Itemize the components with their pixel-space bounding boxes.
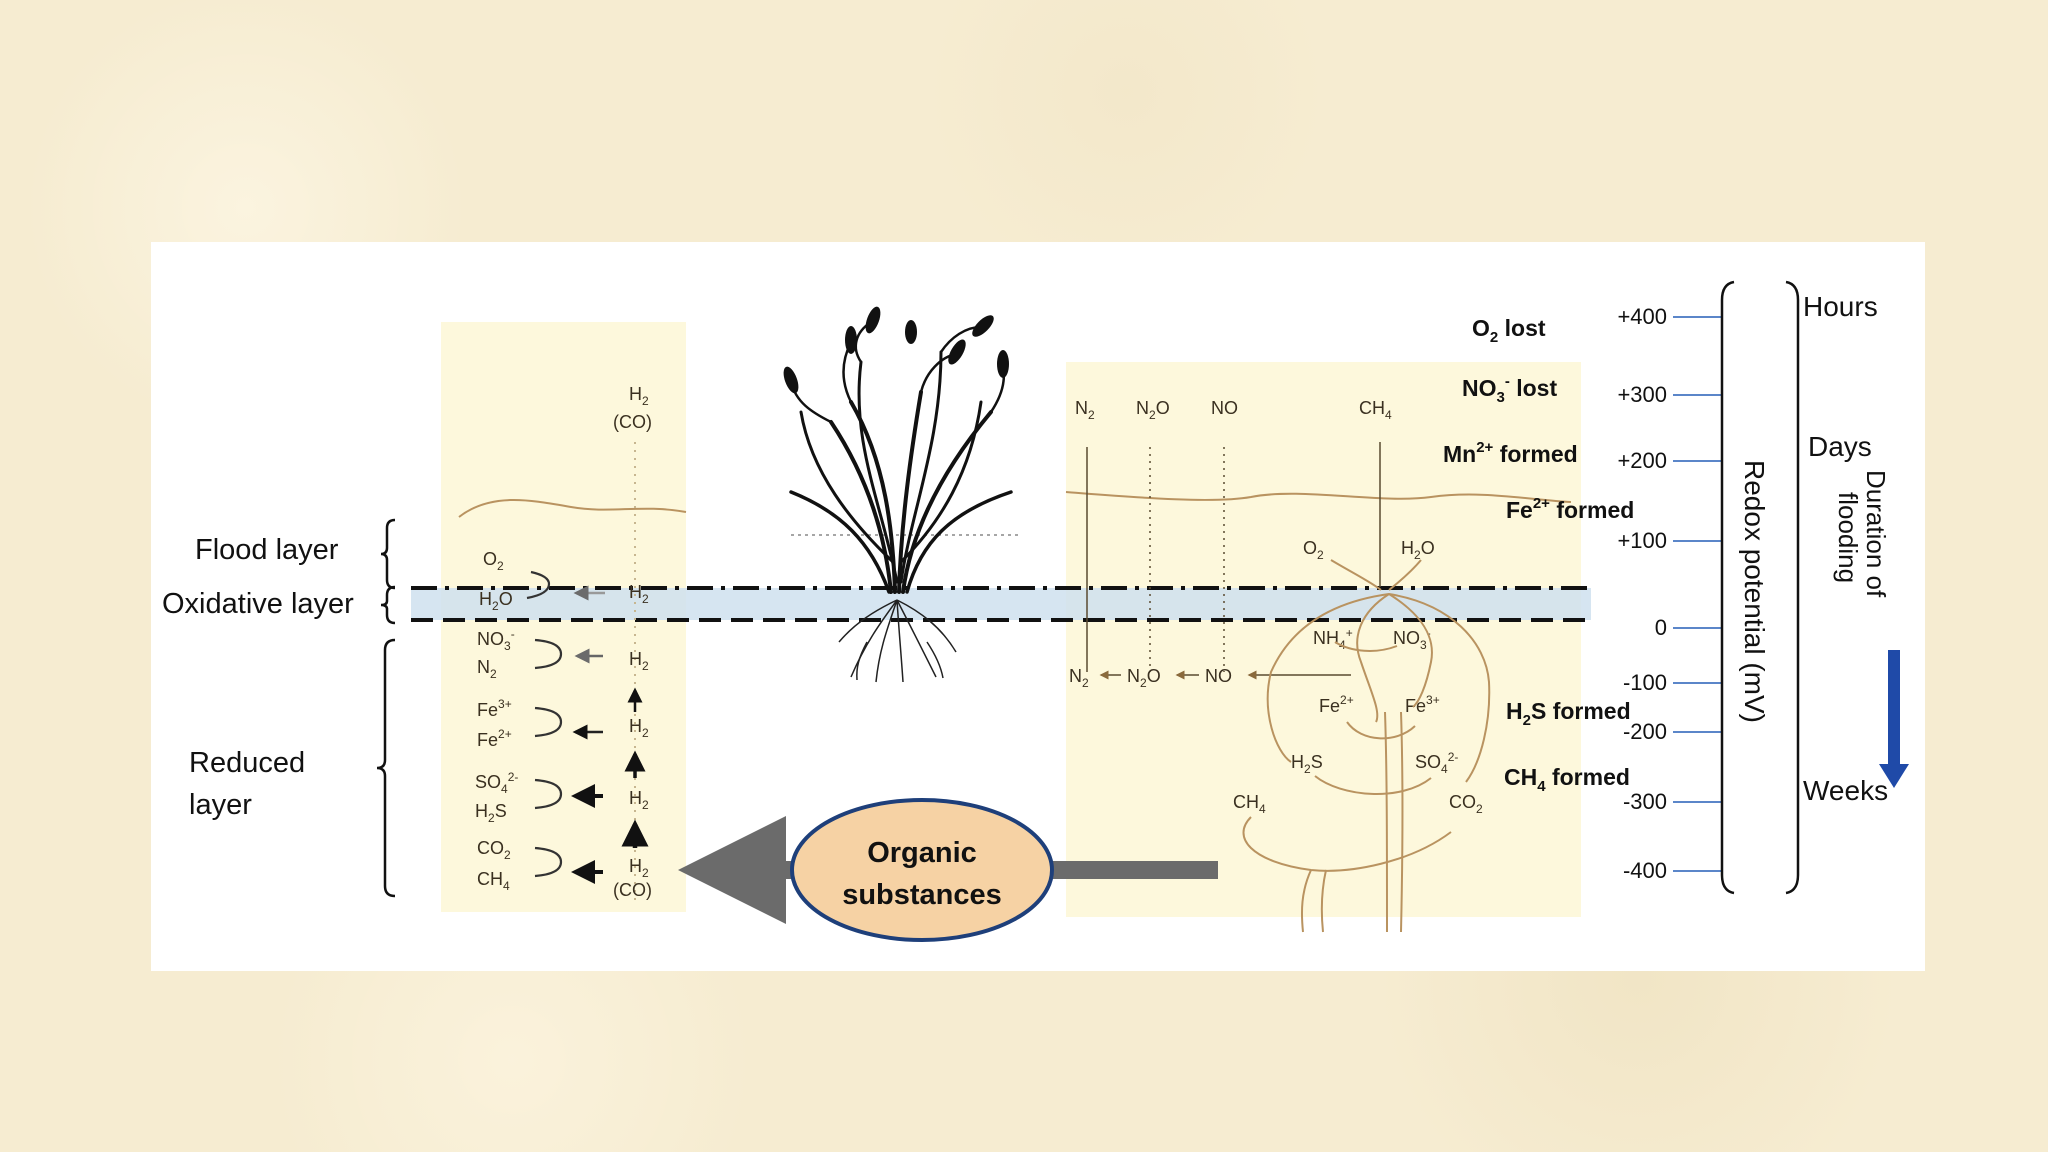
flood-layer-label: Flood layer xyxy=(195,534,339,566)
event-fe-formed: Fe2+ formed xyxy=(1506,495,1634,523)
soil-redox-diagram: Flood layer Oxidative layer Reduced laye… xyxy=(151,242,1925,971)
organic-label-2: substances xyxy=(842,879,1002,911)
redox-tick-label: -400 xyxy=(1623,858,1667,883)
redox-tick-group: +400 +300 +200 +100 0 -100 -200 -300 -400 xyxy=(1617,304,1721,883)
duration-weeks: Weeks xyxy=(1803,775,1888,806)
diagram-panel: Flood layer Oxidative layer Reduced laye… xyxy=(151,242,1925,971)
reduced-layer-label-1: Reduced xyxy=(189,747,305,779)
oxidative-layer-label: Oxidative layer xyxy=(162,588,354,620)
redox-tick-label: +200 xyxy=(1617,448,1667,473)
duration-hours: Hours xyxy=(1803,291,1878,322)
redox-tick-label: -100 xyxy=(1623,670,1667,695)
left-co-top: (CO) xyxy=(613,412,652,432)
duration-title-1: Duration of xyxy=(1861,470,1891,598)
right-row-no: NO xyxy=(1205,666,1232,686)
duration-arrow-icon xyxy=(1879,650,1909,788)
redox-axis-title: Redox potential (mV) xyxy=(1739,460,1770,723)
organic-substances-ellipse xyxy=(792,800,1052,940)
reduced-bracket xyxy=(377,640,395,896)
right-top-no: NO xyxy=(1211,398,1238,418)
redox-tick-label: +100 xyxy=(1617,528,1667,553)
redox-axis-bracket xyxy=(1722,282,1734,893)
left-co-bottom: (CO) xyxy=(613,880,652,900)
event-o2-lost: O2 lost xyxy=(1472,315,1546,346)
redox-axis-bracket-right xyxy=(1786,282,1798,893)
duration-title-2: flooding xyxy=(1833,492,1863,583)
organic-label-1: Organic xyxy=(867,837,977,869)
redox-tick-label: -200 xyxy=(1623,719,1667,744)
event-mn-formed: Mn2+ formed xyxy=(1443,439,1578,467)
redox-tick-label: +400 xyxy=(1617,304,1667,329)
redox-tick-label: +300 xyxy=(1617,382,1667,407)
redox-tick-label: -300 xyxy=(1623,789,1667,814)
redox-tick-label: 0 xyxy=(1655,615,1667,640)
duration-days: Days xyxy=(1808,431,1872,462)
rice-plant-icon xyxy=(781,305,1021,682)
reduced-layer-label-2: layer xyxy=(189,789,252,821)
flood-bracket xyxy=(381,520,395,588)
oxidative-bracket xyxy=(381,587,395,623)
